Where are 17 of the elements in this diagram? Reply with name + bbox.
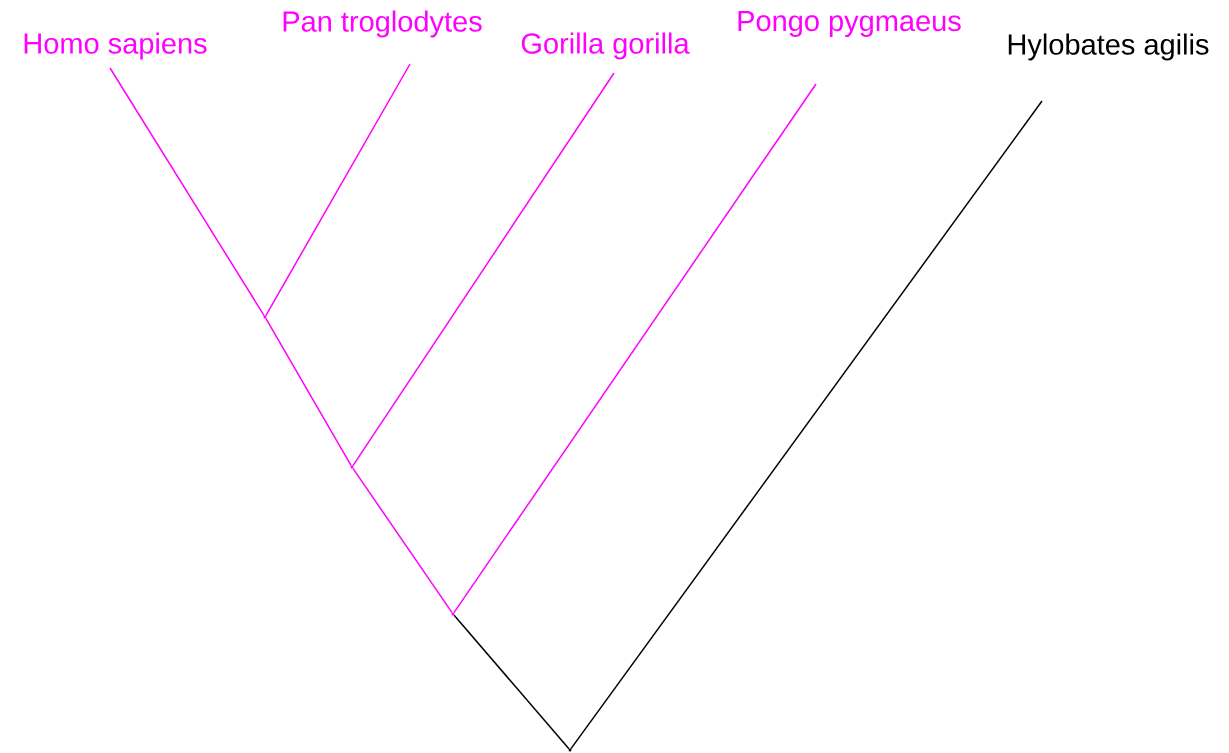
- tree-branch: [265, 63, 411, 317]
- tree-branch: [352, 467, 453, 614]
- branch-point: [263, 315, 267, 319]
- species-label: Pan troglodytes: [283, 10, 482, 38]
- species-label: Pongo pygmaeus: [738, 11, 961, 37]
- tree-branch: [109, 67, 265, 317]
- tree-branch: [265, 317, 352, 467]
- species-label: Homo sapiens: [24, 32, 207, 60]
- branch-point: [451, 612, 455, 616]
- tree-branch: [570, 100, 1043, 750]
- branch-point: [568, 748, 572, 752]
- tree-branch: [352, 72, 615, 467]
- species-label: Gorilla gorilla: [521, 32, 690, 60]
- species-label: Hylobates agilis: [1008, 33, 1209, 61]
- tree-branch: [453, 83, 817, 614]
- tree-branch: [453, 614, 570, 750]
- branch-point: [350, 465, 354, 469]
